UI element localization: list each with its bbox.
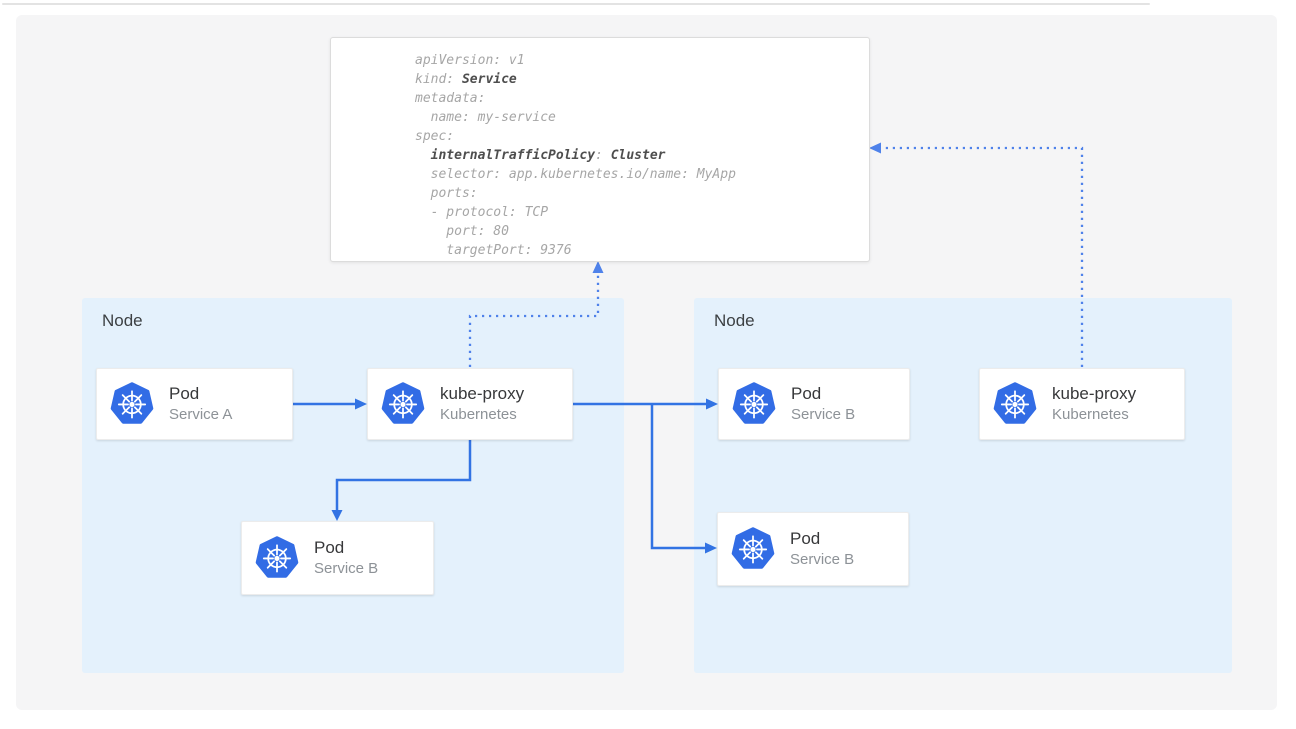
node-label: Node — [102, 311, 143, 330]
kubernetes-logo-icon — [732, 382, 776, 426]
pod-service-b-right-top-card: Pod Service B — [718, 368, 910, 440]
node-label: Node — [714, 311, 755, 330]
top-divider-line — [2, 3, 1150, 5]
component-subtitle: Kubernetes — [1052, 406, 1129, 423]
component-subtitle: Service B — [314, 560, 379, 577]
component-subtitle: Service A — [169, 406, 233, 423]
component-title: Pod — [791, 384, 822, 403]
node-right: Node — [694, 298, 1232, 673]
component-subtitle: Kubernetes — [440, 406, 517, 423]
component-subtitle: Service B — [791, 406, 856, 423]
pod-service-b-right-bottom-card: Pod Service B — [717, 512, 909, 586]
component-subtitle: Service B — [790, 551, 855, 568]
kubernetes-logo-icon — [255, 536, 299, 580]
kube-proxy-right-card: kube-proxy Kubernetes — [979, 368, 1185, 440]
pod-service-a-card: Pod Service A — [96, 368, 293, 440]
node-left: Node — [82, 298, 624, 673]
component-title: kube-proxy — [440, 384, 525, 403]
kubernetes-logo-icon — [731, 527, 775, 571]
service-yaml-code: apiVersion: v1 kind: Service metadata: n… — [415, 53, 736, 258]
component-title: kube-proxy — [1052, 384, 1137, 403]
kubernetes-logo-icon — [993, 382, 1037, 426]
component-title: Pod — [169, 384, 200, 403]
pod-service-b-left-card: Pod Service B — [241, 521, 434, 595]
kube-proxy-left-card: kube-proxy Kubernetes — [367, 368, 573, 440]
kubernetes-logo-icon — [110, 382, 154, 426]
component-title: Pod — [314, 538, 345, 557]
service-yaml-card: apiVersion: v1 kind: Service metadata: n… — [330, 37, 870, 262]
component-title: Pod — [790, 529, 821, 548]
kubernetes-logo-icon — [381, 382, 425, 426]
